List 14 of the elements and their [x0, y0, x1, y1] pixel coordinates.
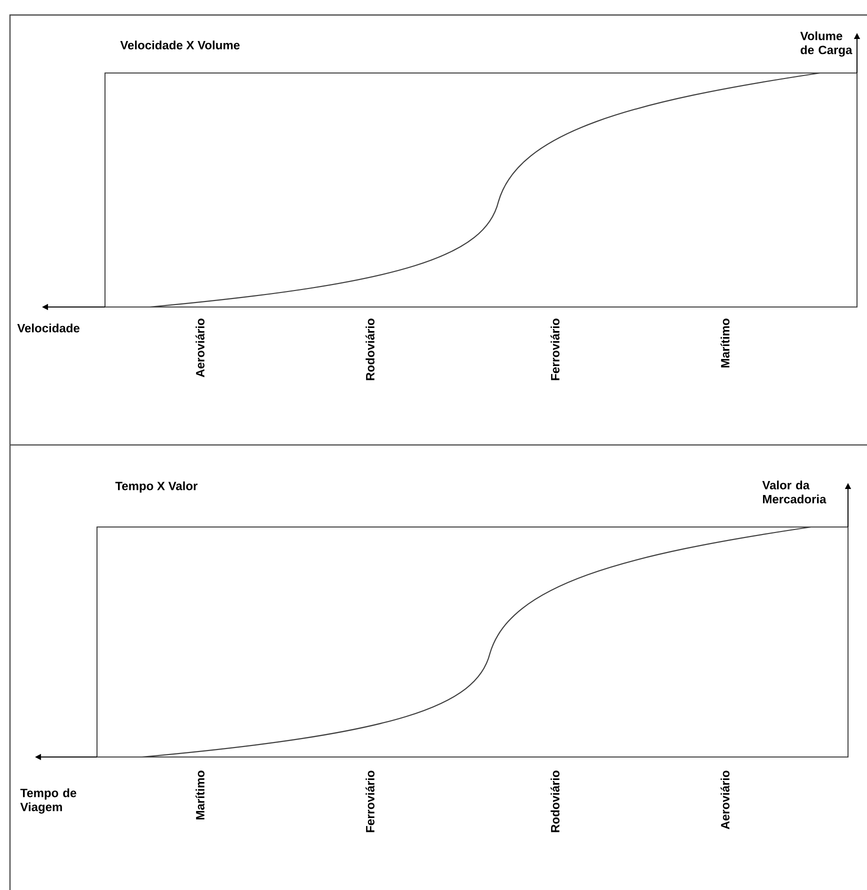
axis-label: Valor da Mercadoria	[762, 480, 826, 504]
category-label: Marítimo	[196, 770, 204, 820]
category-label: Ferroviário	[550, 318, 560, 380]
category-label: Rodoviário	[366, 318, 374, 380]
axis-label: Velocidade	[17, 324, 80, 332]
axis-label: Volume de Carga	[800, 31, 852, 57]
category-label: Rodoviário	[550, 770, 560, 832]
chart-title: Velocidade X Volume	[120, 40, 240, 50]
axis-label: Tempo de Viagem	[20, 788, 76, 814]
chart-title: Tempo X Valor	[115, 481, 198, 493]
category-label: Marítimo	[720, 318, 730, 368]
category-label: Ferroviário	[366, 770, 374, 832]
category-label: Aeroviário	[196, 318, 204, 378]
category-label: Aeroviário	[720, 770, 730, 830]
